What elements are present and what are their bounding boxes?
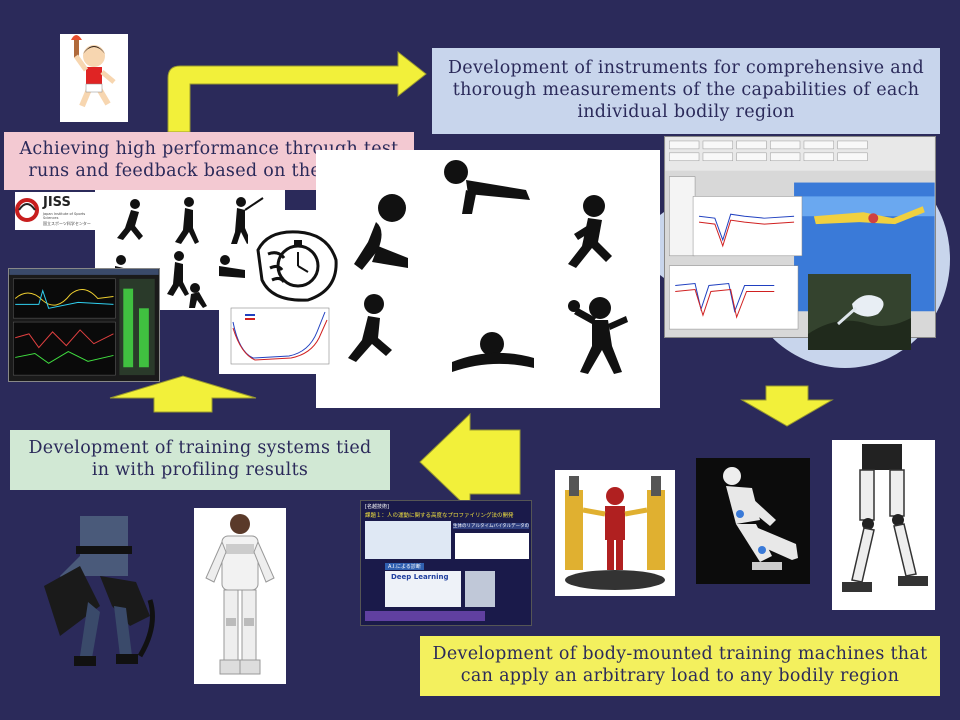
jiss-logo: JISS Japan Institute of Sports Sciences … — [15, 192, 97, 230]
underwater-photo — [808, 274, 911, 350]
deep-learning-slide: [名越技術] 課題１：人の運動に関する高度なプロファイリング法の開発 生体のリア… — [360, 500, 532, 626]
iron-man-rig-photo — [555, 470, 675, 596]
swimming-software-screenshot — [664, 136, 936, 338]
arrow-down-right — [740, 385, 834, 427]
stopwatch-image — [248, 210, 344, 306]
torch-runner-image — [60, 34, 128, 122]
jiss-logo-jp: 国立スポーツ科学センター — [43, 221, 91, 226]
slide-chart-panel — [455, 533, 529, 559]
slide-footer-bar — [365, 611, 485, 621]
slide-badge: [名越技術] — [365, 504, 389, 510]
seated-exoskeleton-photo — [40, 516, 162, 676]
arrow-to-instruments — [167, 50, 427, 133]
jiss-logo-subtitle: Japan Institute of Sports Sciences — [43, 212, 86, 220]
monitoring-screenshot — [8, 268, 160, 382]
training-machines-text: Development of body-mounted training mac… — [432, 644, 928, 686]
slide-deep-learning: Deep Learning — [391, 573, 449, 581]
slide-subtitle: 生体のリアルタイムバイタルデータの取得 — [453, 523, 529, 529]
training-systems-box: Development of training systems tied in … — [10, 430, 390, 490]
instruments-text: Development of instruments for comprehen… — [447, 58, 925, 122]
slide-photo-panel — [365, 521, 451, 559]
training-machines-box: Development of body-mounted training mac… — [420, 636, 940, 696]
performance-text: Achieving high performance through test … — [19, 139, 399, 181]
slide-ai-label: A.I.による診断 — [385, 563, 424, 570]
central-figures-image — [316, 150, 660, 408]
training-systems-text: Development of training systems tied in … — [28, 438, 372, 480]
instruments-box: Development of instruments for comprehen… — [432, 48, 940, 134]
slide-title: 課題１：人の運動に関する高度なプロファイリング法の開発 — [365, 513, 514, 519]
white-suit-photo — [194, 508, 286, 684]
arrow-left-middle — [419, 412, 521, 512]
jiss-logo-name: JISS — [43, 195, 71, 210]
slide-side-panel — [465, 571, 495, 607]
slide-dl-panel — [385, 571, 461, 607]
arrow-up-left — [109, 375, 257, 413]
leg-exoskeleton-photo — [832, 440, 935, 610]
graph-image — [219, 302, 334, 374]
kneeling-exoskeleton-photo — [696, 458, 810, 584]
